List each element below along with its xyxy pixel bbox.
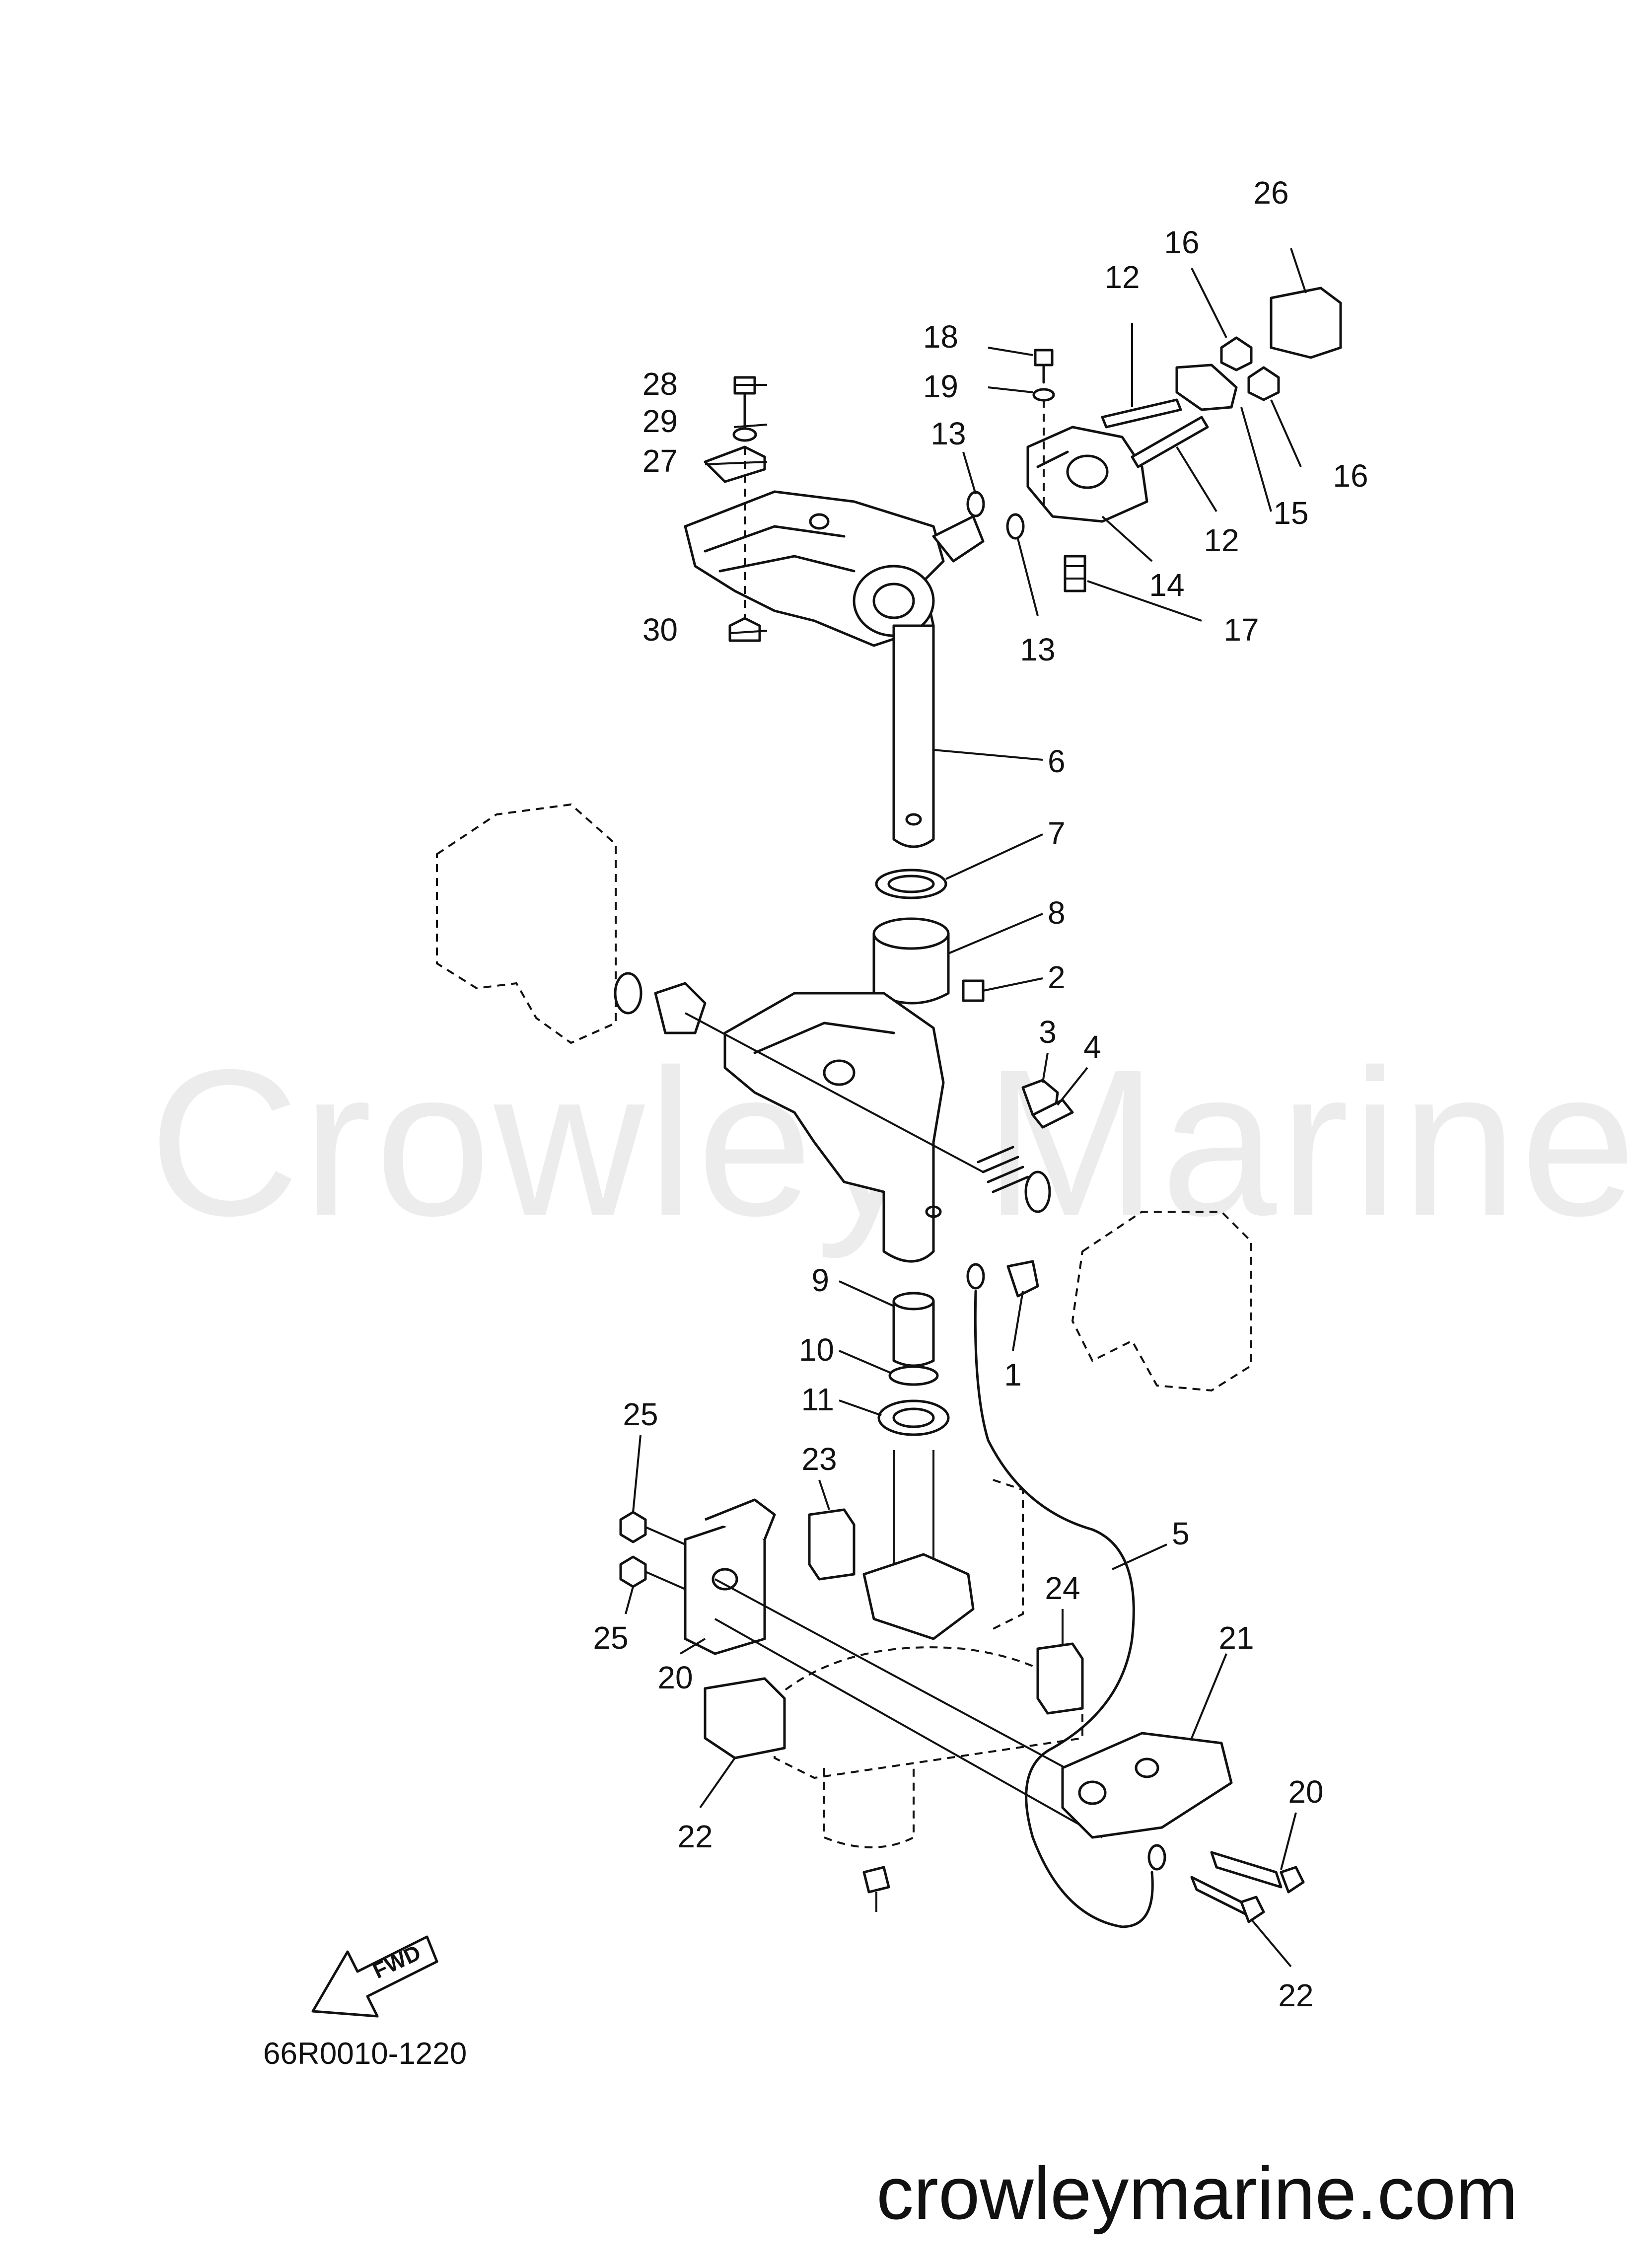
callout-20b: 21 bbox=[1218, 1620, 1254, 1656]
mount-20-left bbox=[684, 1498, 776, 1655]
swivel-bracket bbox=[723, 992, 945, 1263]
oring-10 bbox=[888, 1365, 939, 1386]
callout-25a: 25 bbox=[623, 1396, 658, 1432]
callout-26: 26 bbox=[1253, 175, 1288, 211]
plate-15 bbox=[1175, 364, 1238, 411]
bolt-1 bbox=[1006, 1260, 1039, 1298]
nut-30 bbox=[728, 617, 761, 642]
terminal-bottom bbox=[1147, 1844, 1166, 1871]
callout-12a: 12 bbox=[1104, 259, 1140, 295]
callout-13a: 13 bbox=[930, 416, 966, 451]
nut-16a bbox=[1220, 336, 1253, 371]
callout-4: 4 bbox=[1083, 1029, 1101, 1065]
diagram-code: 66R0010-1220 bbox=[263, 2037, 467, 2071]
callout-16b: 16 bbox=[1333, 458, 1368, 494]
callout-25b: 25 bbox=[593, 1620, 628, 1656]
bushing-8 bbox=[872, 917, 950, 1005]
callout-17: 17 bbox=[1223, 612, 1259, 648]
clamp-bracket-left bbox=[436, 803, 617, 1044]
callout-7: 7 bbox=[1048, 815, 1066, 851]
callout-9: 9 bbox=[811, 1262, 829, 1298]
nut-16b bbox=[1247, 366, 1280, 401]
nut-25b bbox=[619, 1555, 647, 1588]
washer-19 bbox=[1032, 388, 1055, 402]
callout-19: 19 bbox=[923, 368, 958, 404]
cap-22a bbox=[808, 1508, 856, 1581]
callout-16a: 16 bbox=[1164, 224, 1199, 260]
spring bbox=[977, 1146, 1029, 1193]
washer-13b bbox=[1006, 513, 1025, 540]
mount-20-right bbox=[1061, 1732, 1233, 1839]
terminal-top bbox=[966, 1263, 985, 1290]
washer-29 bbox=[732, 427, 757, 442]
callout-28: 28 bbox=[643, 366, 678, 402]
bushing-9 bbox=[892, 1292, 935, 1367]
bolt-18 bbox=[1034, 349, 1054, 384]
callout-8: 8 bbox=[1048, 895, 1066, 931]
clamp-bracket-right bbox=[1071, 1211, 1252, 1392]
callout-5: 5 bbox=[1172, 1516, 1190, 1551]
steering-bracket bbox=[684, 490, 985, 647]
stud-12b bbox=[1131, 416, 1209, 468]
bracket-14 bbox=[1026, 426, 1148, 523]
seal-11 bbox=[877, 1399, 950, 1436]
callout-22a: 23 bbox=[801, 1441, 837, 1477]
damper-26 bbox=[1270, 287, 1342, 359]
lead-wire-5 bbox=[974, 1290, 1154, 1928]
damper-21 bbox=[704, 1677, 786, 1759]
lower-housing bbox=[774, 1646, 1083, 1779]
callout-15: 15 bbox=[1273, 495, 1308, 531]
washer-right bbox=[1024, 1171, 1051, 1213]
callout-11: 11 bbox=[801, 1382, 834, 1417]
callout-30: 30 bbox=[643, 612, 678, 648]
nut-25a bbox=[619, 1511, 647, 1543]
callout-29: 29 bbox=[643, 403, 678, 439]
site-url[interactable]: crowleymarine.com bbox=[876, 2151, 1518, 2235]
steering-shaft bbox=[892, 624, 935, 848]
washer-13a bbox=[966, 491, 985, 517]
callout-13b: 13 bbox=[1020, 632, 1055, 667]
callout-20a: 20 bbox=[657, 1660, 693, 1695]
washer-left bbox=[614, 972, 643, 1015]
callout-21: 22 bbox=[677, 1819, 713, 1854]
washer-7 bbox=[875, 869, 947, 899]
fwd-arrow-icon: FWD bbox=[311, 1935, 438, 2018]
callout-24: 20 bbox=[1288, 1774, 1323, 1810]
bushing-left bbox=[654, 982, 707, 1034]
cap-22b bbox=[1036, 1642, 1084, 1715]
callouts: 18 19 28 29 27 30 13 13 14 17 12 12 16 1… bbox=[593, 175, 1368, 2013]
stud-12a bbox=[1101, 398, 1182, 429]
callout-14: 14 bbox=[1149, 567, 1184, 603]
grease-nipple-17 bbox=[1064, 555, 1086, 592]
bolt-4 bbox=[1031, 1098, 1074, 1129]
bolt-24 bbox=[1210, 1851, 1283, 1889]
lower-mount-center bbox=[862, 1553, 975, 1640]
callout-27: 27 bbox=[643, 443, 678, 479]
callout-12b: 12 bbox=[1204, 522, 1239, 558]
plate-27 bbox=[704, 445, 766, 483]
callout-18: 18 bbox=[923, 319, 958, 355]
callout-1: 1 bbox=[1004, 1357, 1022, 1392]
callout-22b: 24 bbox=[1045, 1570, 1080, 1606]
callout-3: 3 bbox=[1039, 1014, 1057, 1050]
callout-10: 10 bbox=[799, 1332, 834, 1368]
pad-2 bbox=[962, 979, 985, 1002]
callout-23: 22 bbox=[1278, 1977, 1313, 2013]
callout-6: 6 bbox=[1048, 743, 1066, 779]
bolt-23 bbox=[1190, 1876, 1248, 1916]
leader-lines bbox=[625, 248, 1307, 1968]
bolt-bottom bbox=[862, 1866, 890, 1894]
callout-2: 2 bbox=[1048, 959, 1066, 995]
